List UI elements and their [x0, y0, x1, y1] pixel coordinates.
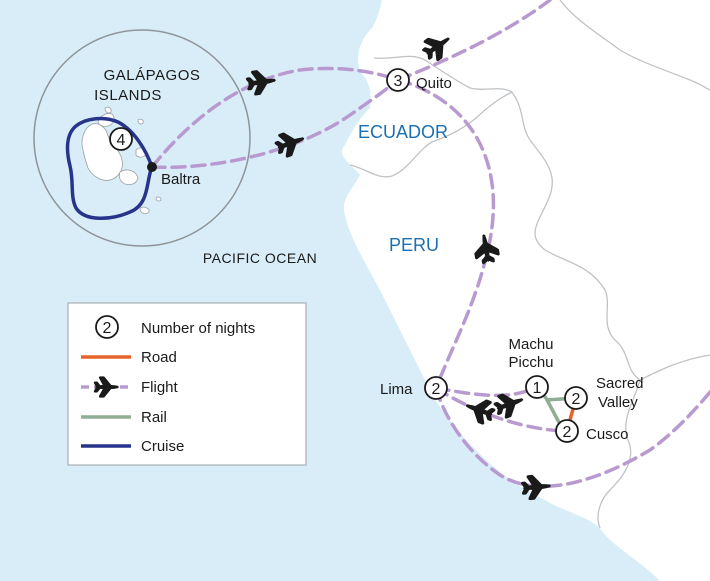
stop-name: Lima [380, 381, 413, 398]
nights-count: 3 [394, 73, 403, 90]
stop-lima: 2 Lima [380, 376, 448, 400]
legend-nights-sample: 2 [103, 320, 112, 337]
flight-routes [150, 0, 710, 489]
border-peru-colombia-brazil [511, 91, 641, 381]
nights-marker [564, 386, 588, 410]
legend-road-label: Road [141, 349, 177, 366]
nights-count: 2 [572, 391, 581, 408]
legend-cruise-label: Cruise [141, 438, 184, 455]
label-ecuador: ECUADOR [358, 122, 448, 142]
border-ecuador-colombia [373, 55, 513, 93]
stop-baltra: Baltra [147, 162, 201, 188]
nights-marker [386, 68, 410, 92]
legend-nights-marker [95, 315, 119, 339]
nights-count: 1 [533, 380, 542, 397]
stop-machu-picchu: 1 Machu Picchu [508, 336, 554, 399]
stop-sacred-valley: 2 Sacred Valley [564, 375, 644, 411]
label-galapagos-line1: GALÁPAGOS [104, 67, 201, 84]
legend-flight-label: Flight [141, 379, 179, 396]
stop-galapagos: 4 [109, 127, 133, 151]
border-brazil-bolivia [639, 354, 710, 381]
nights-marker [525, 375, 549, 399]
stop-name-line1: Sacred [596, 375, 644, 392]
stop-name-line2: Valley [598, 394, 638, 411]
nights-marker [109, 127, 133, 151]
location-dot [147, 162, 157, 172]
label-galapagos-line2: ISLANDS [94, 87, 162, 104]
nights-count: 4 [117, 132, 126, 149]
stop-name-line1: Machu [508, 336, 553, 353]
legend-rail-label: Rail [141, 409, 167, 426]
nights-count: 2 [563, 424, 572, 441]
label-pacific-ocean: PACIFIC OCEAN [203, 250, 317, 266]
nights-marker [555, 419, 579, 443]
label-peru: PERU [389, 235, 439, 255]
legend-nights-label: Number of nights [141, 320, 255, 337]
stop-quito: 3 Quito [386, 68, 452, 92]
map-legend: 2 Number of nights Road Flight Rail Crui… [67, 302, 307, 466]
border-ecuador-peru [349, 91, 513, 178]
cruise-route [65, 116, 154, 220]
stop-name-line2: Picchu [508, 354, 553, 371]
stop-cusco: 2 Cusco [555, 419, 629, 443]
land-south-america [341, 0, 710, 581]
stop-name: Baltra [161, 171, 201, 188]
border-colombia-venezuela [559, 0, 710, 91]
stop-name: Quito [416, 75, 452, 92]
nights-count: 2 [432, 381, 441, 398]
nights-marker [424, 376, 448, 400]
galapagos-inset [33, 29, 251, 247]
stop-name: Cusco [586, 426, 629, 443]
